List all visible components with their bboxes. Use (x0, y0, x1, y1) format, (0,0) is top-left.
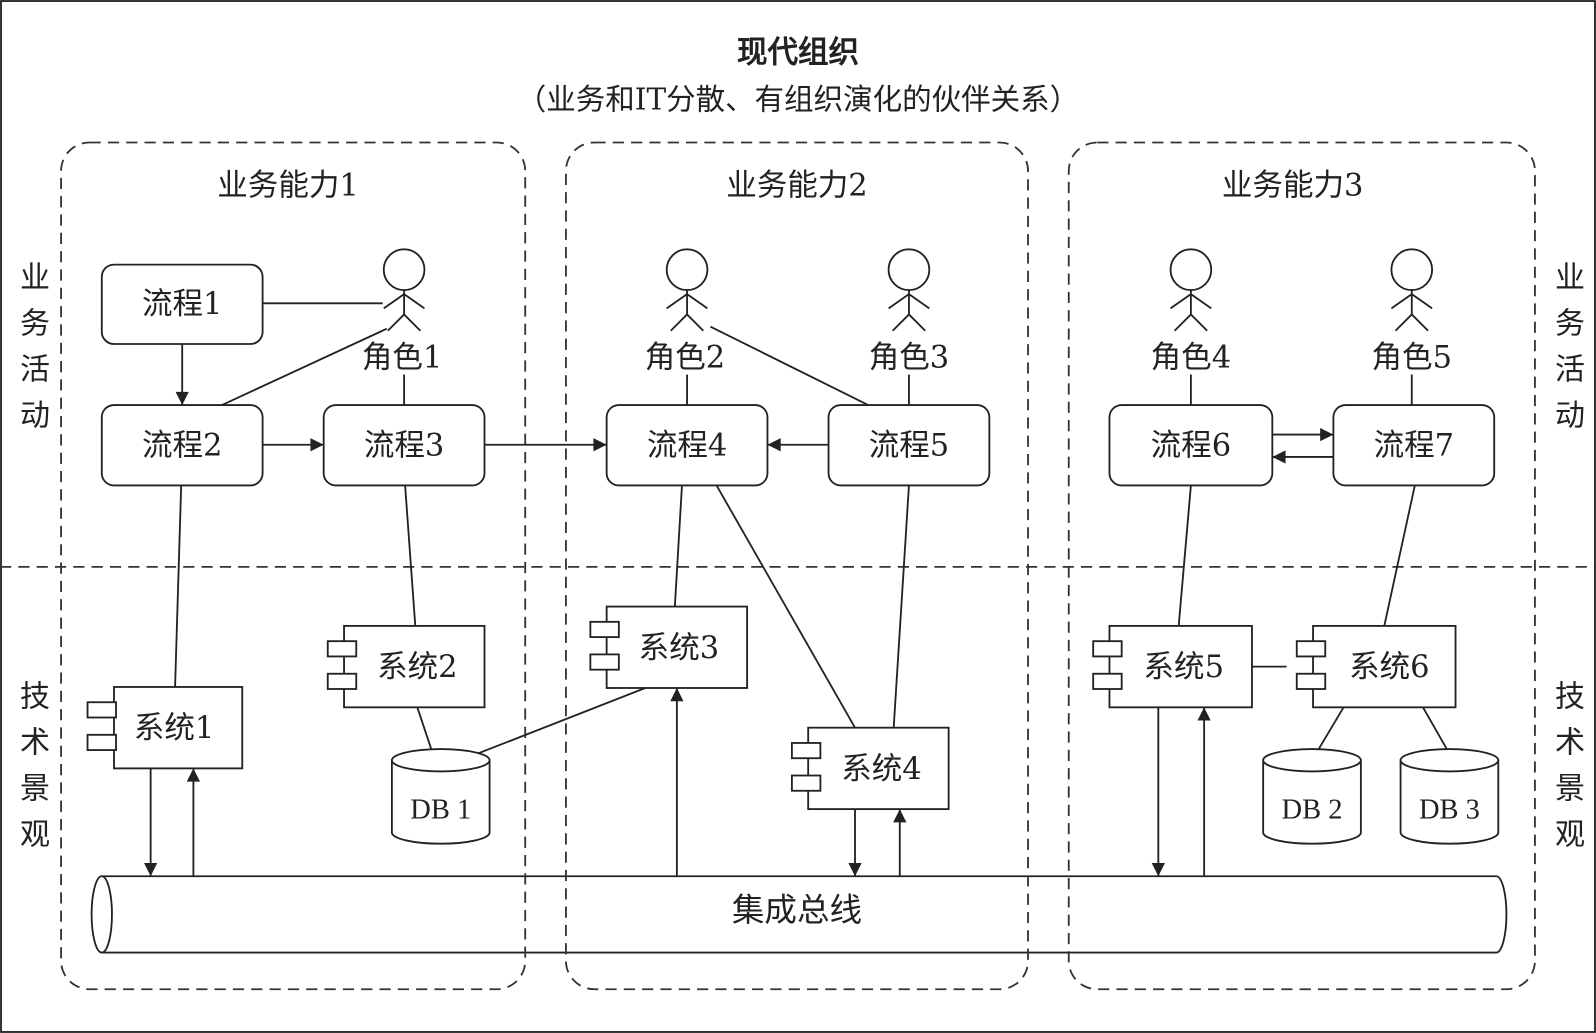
system-label: 系统2 (377, 650, 457, 685)
bus-left-end (90, 875, 113, 954)
system-2: 系统2 (326, 624, 486, 709)
capability-label-3: 业务能力3 (1222, 169, 1363, 204)
database-top (1262, 748, 1362, 773)
process-label: 流程4 (647, 428, 727, 463)
process-label: 流程7 (1374, 428, 1454, 463)
component-icon (86, 733, 117, 751)
component-icon (1092, 672, 1123, 690)
link-process6-system5 (1177, 485, 1192, 626)
component-icon (1295, 672, 1327, 690)
database-top (390, 748, 491, 773)
process-label: 流程1 (142, 287, 222, 322)
role-label-5: 角色5 (1372, 341, 1452, 376)
component-icon (790, 742, 822, 760)
bus-label: 集成总线 (732, 891, 862, 929)
database-top (1399, 748, 1500, 773)
link-process4-system3 (673, 485, 683, 607)
component-icon (326, 672, 358, 690)
database-2: DB 2 (1262, 748, 1362, 845)
database-icon (390, 759, 491, 845)
link-system2-db1 (416, 707, 433, 751)
database-icon (1262, 759, 1362, 845)
system-3: 系统3 (589, 605, 749, 689)
link-system3-db1 (457, 687, 646, 763)
layer-label-technology-right: 技术景观 (1549, 680, 1584, 864)
component-icon (589, 620, 620, 639)
link-system6-db2 (1317, 706, 1345, 751)
capability-group-2 (565, 141, 1029, 991)
link-process4-system4 (715, 485, 856, 729)
process-label: 流程3 (364, 428, 444, 463)
process-1: 流程1 (100, 263, 264, 345)
database-label: DB 3 (1419, 795, 1480, 826)
capability-group-3 (1067, 141, 1536, 991)
database-icon (1399, 759, 1500, 845)
link-system6-db3 (1422, 706, 1449, 751)
actor-icon (1169, 248, 1213, 332)
system-label: 系统5 (1144, 650, 1224, 685)
process-3: 流程3 (322, 404, 486, 487)
link-process2-system1 (174, 485, 183, 687)
system-label: 系统1 (134, 711, 214, 746)
capability-label-1: 业务能力1 (217, 169, 358, 204)
component-icon (790, 774, 822, 792)
layer-label-business-left: 业务活动 (14, 261, 49, 445)
role-label-4: 角色4 (1151, 341, 1231, 376)
actor-icon (382, 248, 426, 332)
capability-group-1 (60, 141, 527, 991)
database-1: DB 1 (390, 748, 491, 845)
link-process3-system2 (404, 485, 417, 626)
process-7: 流程7 (1332, 404, 1496, 487)
link-process2-role1 (221, 327, 388, 406)
system-label: 系统3 (639, 631, 719, 666)
system-1: 系统1 (86, 686, 244, 770)
layer-label-technology-left: 技术景观 (14, 680, 49, 864)
role-label-1: 角色1 (362, 341, 442, 376)
component-icon (326, 640, 358, 658)
capability-label-2: 业务能力2 (726, 169, 867, 204)
database-label: DB 1 (410, 795, 471, 826)
component-icon (1092, 640, 1123, 658)
process-label: 流程6 (1151, 428, 1231, 463)
actor-icon (665, 248, 709, 332)
diagram-title: 现代组织 (737, 34, 859, 70)
bus-body (100, 875, 1508, 954)
system-label: 系统6 (1349, 650, 1429, 685)
database-label: DB 2 (1282, 795, 1343, 826)
process-2: 流程2 (100, 404, 264, 487)
component-icon (1295, 640, 1327, 658)
link-role2-process5 (710, 325, 869, 406)
role-label-2: 角色2 (645, 341, 725, 376)
process-label: 流程2 (142, 428, 222, 463)
process-label: 流程5 (869, 428, 949, 463)
link-process7-system6 (1383, 485, 1416, 627)
role-label-3: 角色3 (869, 341, 949, 376)
system-label: 系统4 (841, 752, 921, 787)
component-icon (589, 653, 620, 671)
process-5: 流程5 (827, 404, 991, 487)
database-3: DB 3 (1399, 748, 1500, 845)
system-6: 系统6 (1295, 624, 1457, 709)
diagram-subtitle: （业务和IT分散、有组织演化的伙伴关系） (517, 83, 1079, 117)
actor-icon (887, 248, 931, 332)
process-6: 流程6 (1108, 404, 1274, 487)
actor-icon (1390, 248, 1434, 332)
process-4: 流程4 (605, 404, 769, 487)
link-process5-system4 (892, 485, 910, 728)
integration-bus: 集成总线 (90, 875, 1508, 954)
system-4: 系统4 (790, 726, 950, 811)
component-icon (86, 701, 117, 719)
layer-label-business-right: 业务活动 (1549, 261, 1584, 445)
system-5: 系统5 (1092, 624, 1253, 709)
